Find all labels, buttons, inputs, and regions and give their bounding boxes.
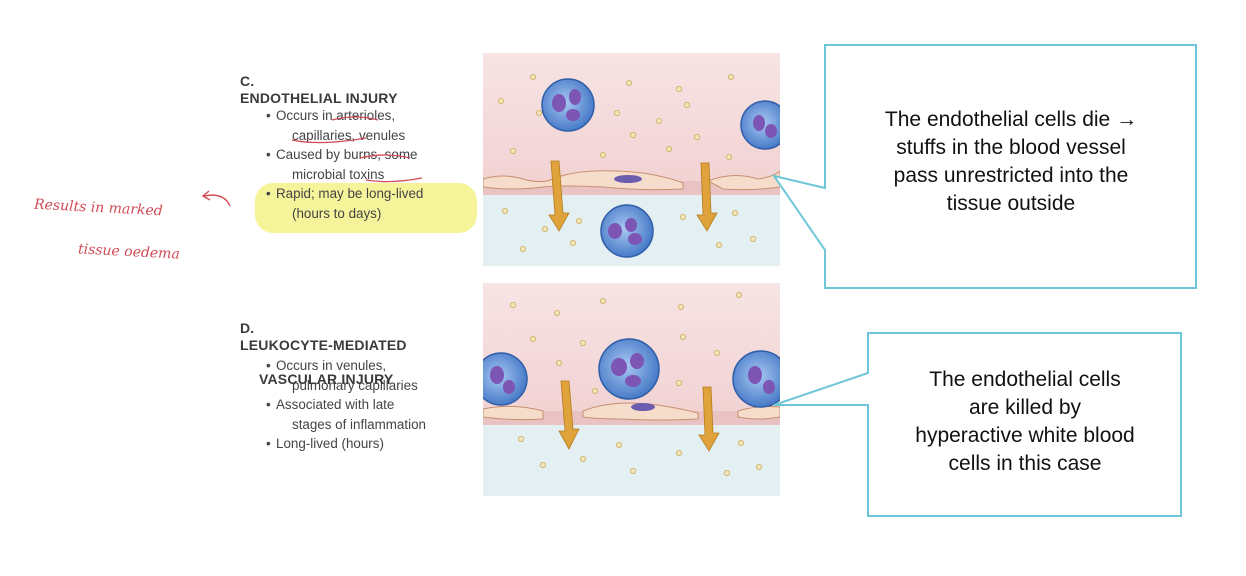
handwritten-note-line2: tissue oedema bbox=[77, 241, 181, 263]
panel-d-letter: D. bbox=[240, 320, 255, 336]
panel-c-letter: C. bbox=[240, 73, 255, 89]
leukocyte bbox=[600, 204, 654, 258]
bullet-continuation: microbial toxins bbox=[292, 166, 385, 182]
callout-pointer-2 bbox=[773, 332, 1182, 517]
endothelial-nucleus bbox=[614, 175, 642, 183]
panel-d-bullets: Occurs in venules, pulmonary capillaries… bbox=[266, 356, 481, 454]
list-item: Associated with late stages of inflammat… bbox=[266, 395, 481, 434]
callout-pointer-1 bbox=[771, 44, 1197, 289]
leak-arrow bbox=[548, 160, 570, 232]
handwritten-underlines bbox=[291, 116, 423, 183]
panel-d-illustration bbox=[483, 283, 780, 496]
bullet-text: Caused by burns, some bbox=[276, 147, 418, 163]
endothelial-nucleus bbox=[631, 403, 655, 411]
endothelial-layer bbox=[483, 405, 544, 421]
protein-dots bbox=[509, 291, 762, 476]
leukocyte bbox=[732, 350, 780, 408]
leak-arrow bbox=[558, 380, 580, 450]
handwritten-note-line1: Results in marked bbox=[33, 196, 164, 220]
bullet-continuation: capillaries, venules bbox=[292, 127, 406, 143]
handwritten-arrow-icon bbox=[201, 190, 231, 207]
list-item: Caused by burns, some microbial toxins bbox=[266, 145, 481, 184]
list-item: Occurs in venules, pulmonary capillaries bbox=[266, 356, 481, 395]
bullet-text: Occurs in arterioles, bbox=[276, 108, 396, 123]
panel-d-title-line1: LEUKOCYTE-MEDIATED bbox=[240, 337, 407, 353]
panel-c-title: C. ENDOTHELIAL INJURY bbox=[240, 56, 398, 107]
leukocyte bbox=[598, 338, 660, 400]
leak-arrow bbox=[698, 386, 720, 452]
leukocyte bbox=[483, 352, 528, 406]
bullet-continuation: pulmonary capillaries bbox=[292, 377, 418, 393]
bullet-text: Occurs in venules, bbox=[276, 358, 387, 373]
tissue-space bbox=[483, 423, 780, 496]
list-item: Occurs in arterioles, capillaries, venul… bbox=[266, 106, 481, 145]
bullet-text: Rapid; may be long-lived bbox=[276, 186, 424, 202]
list-item: Rapid; may be long-lived (hours to days) bbox=[266, 184, 481, 223]
bullet-continuation: (hours to days) bbox=[292, 205, 382, 221]
leukocyte bbox=[740, 100, 780, 150]
callout-text-2: The endothelial cells are killed by hype… bbox=[915, 368, 1135, 475]
bullet-text: Long-lived (hours) bbox=[276, 436, 384, 452]
leak-arrow bbox=[696, 162, 718, 232]
callout-text-1: The endothelial cells die → stuffs in th… bbox=[884, 108, 1138, 215]
vessel-lumen bbox=[483, 53, 780, 183]
list-item: Long-lived (hours) bbox=[266, 434, 481, 454]
leukocyte bbox=[541, 78, 595, 132]
panel-c-bullets: Occurs in arterioles, capillaries, venul… bbox=[266, 106, 481, 224]
panel-c-title-text: ENDOTHELIAL INJURY bbox=[240, 90, 398, 106]
bullet-continuation: stages of inflammation bbox=[292, 416, 426, 432]
panel-c-illustration bbox=[483, 53, 780, 266]
bullet-text: Associated with late bbox=[276, 397, 395, 413]
protein-dots bbox=[497, 73, 756, 252]
